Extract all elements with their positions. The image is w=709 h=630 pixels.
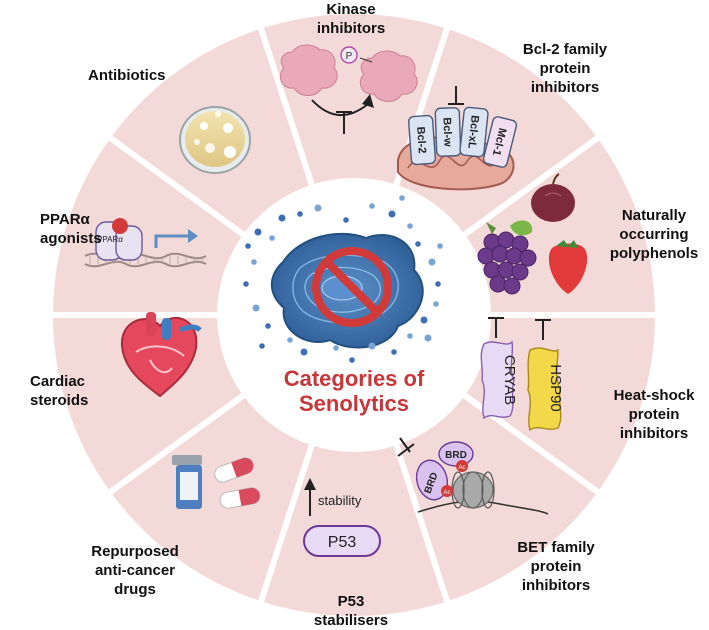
petri-dish-icon [179, 106, 251, 174]
sasp-particle [399, 195, 405, 201]
grape [497, 261, 515, 279]
senescent-cell-icon [270, 232, 424, 349]
sasp-particle [420, 316, 428, 324]
sasp-particle [433, 301, 439, 307]
ppar-receptor-label: PPARα [97, 235, 123, 244]
cryab-label: CRYAB [501, 355, 518, 405]
fruit-icon [477, 173, 588, 295]
sasp-particle [349, 357, 355, 363]
sasp-particle [269, 235, 275, 241]
bcl-protein: Mcl-1 [482, 116, 518, 168]
sasp-particle [368, 342, 376, 350]
label-antibiotics: Antibiotics [88, 67, 166, 84]
bcl-protein-label: Bcl-w [440, 117, 453, 147]
sasp-particle [437, 243, 443, 249]
sasp-particle [287, 337, 293, 343]
center-title-line2: Senolytics [298, 391, 410, 416]
sasp-particle [407, 333, 413, 339]
p53-protein-label: P53 [328, 534, 357, 551]
grape [503, 277, 521, 295]
sasp-particle [300, 348, 308, 356]
sasp-particle [435, 281, 441, 287]
grape [505, 247, 523, 265]
sasp-particle [243, 281, 249, 287]
grape [491, 245, 509, 263]
sasp-particle [407, 223, 413, 229]
heat-shock-protein-icon: CRYAB HSP90 [480, 317, 564, 432]
sasp-particle [424, 334, 432, 342]
sasp-particle [259, 343, 265, 349]
segment-ppar [46, 132, 250, 318]
heart-icon [120, 312, 202, 398]
bcl-protein-box [459, 106, 489, 158]
grape [519, 249, 537, 267]
sasp-particles [243, 195, 443, 363]
grape [489, 275, 507, 293]
bcl-protein-box [482, 116, 518, 168]
segment-cardiac [46, 312, 250, 498]
sasp-particle [245, 243, 251, 249]
bcl-protein-label: Bcl-2 [414, 126, 428, 154]
sasp-particle [265, 323, 271, 329]
sasp-particle [314, 204, 322, 212]
stability-label: stability [318, 493, 362, 508]
phosphate-badge: P [346, 51, 353, 62]
sasp-particle [251, 259, 257, 265]
bromodomain-icon: BRD BRD Ac Ac [397, 437, 549, 515]
kinase-phosphorylation-icon: P [279, 44, 418, 134]
sasp-particle [297, 211, 303, 217]
bcl-protein-box [434, 107, 462, 157]
grape [511, 263, 529, 281]
center-title-line1: Categories of [283, 366, 425, 391]
hsp90-label: HSP90 [547, 364, 564, 412]
bcl-protein-box [407, 114, 437, 166]
acetyl-mark-2: Ac [458, 465, 465, 471]
bcl-protein: Bcl-w [434, 107, 462, 157]
segment-anticancer [103, 389, 317, 608]
prohibition-icon [312, 247, 392, 327]
sasp-particle [428, 258, 436, 266]
sasp-particle [369, 203, 375, 209]
acetyl-mark-1: Ac [443, 490, 450, 496]
sasp-particle [343, 217, 349, 223]
p53-icon: stability P53 [303, 478, 381, 557]
sasp-particle [391, 349, 397, 355]
pills-icon [172, 455, 261, 509]
sasp-particle [415, 241, 421, 247]
ppar-receptor-icon: PPARα [84, 218, 207, 268]
brd-label-2: BRD [445, 450, 467, 461]
sasp-particle [388, 210, 396, 218]
sasp-particle [333, 345, 339, 351]
sasp-particle [254, 228, 262, 236]
sasp-particle [278, 214, 286, 222]
bcl-protein: Bcl-2 [407, 114, 437, 166]
bcl-protein: Bcl-xL [459, 106, 489, 158]
sasp-particle [252, 304, 260, 312]
bcl-protein-label: Bcl-xL [465, 115, 480, 150]
